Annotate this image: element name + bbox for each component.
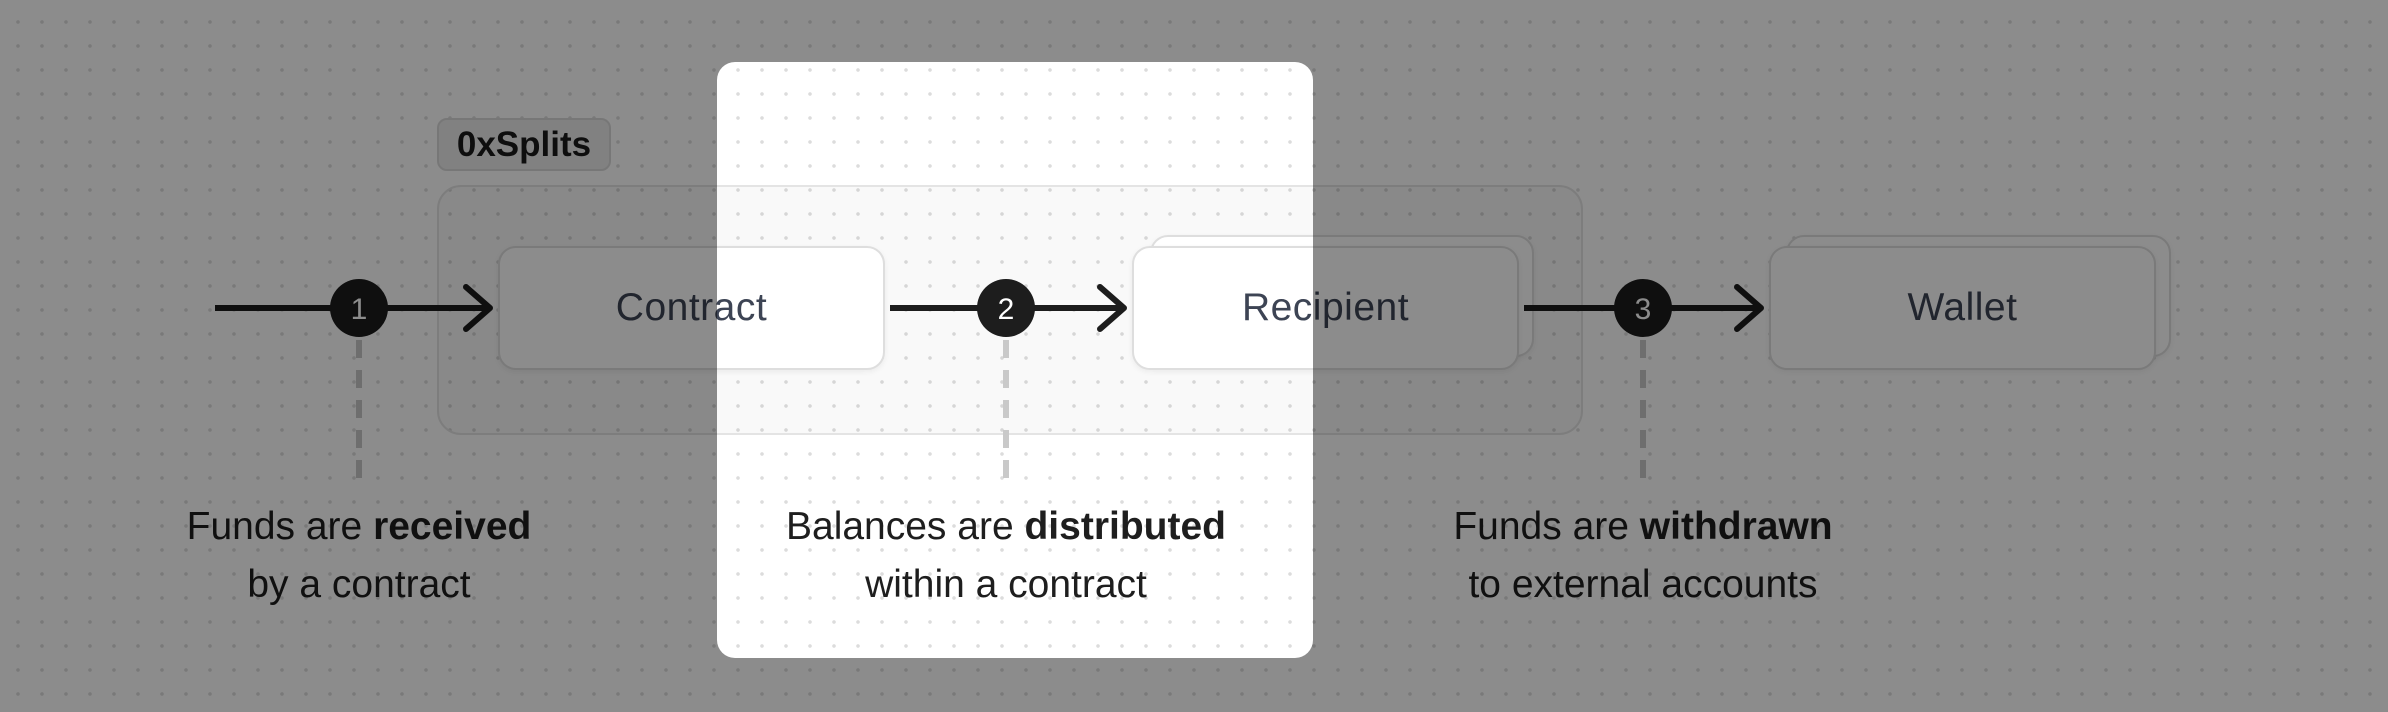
step-badge-1-number: 1: [351, 293, 368, 326]
contract-node[interactable]: [498, 246, 885, 370]
recipient-node[interactable]: [1132, 246, 1519, 370]
step-3-caption-prefix: Funds are: [1453, 505, 1640, 548]
step-3-caption-bold: withdrawn: [1639, 505, 1833, 548]
step-badge-1: [330, 279, 388, 337]
wallet-node[interactable]: [1769, 246, 2156, 370]
step-1-caption-prefix: Funds are: [186, 505, 374, 548]
step-3-caption-suffix: to external accounts: [1468, 563, 1818, 606]
wallet-node-label: Wallet: [1907, 286, 2018, 329]
step-3-caption: Funds are withdrawn to external accounts: [1363, 498, 1923, 614]
step-badge-3: [1614, 279, 1672, 337]
step-2-caption-prefix: Balances are: [786, 505, 1025, 548]
arrowhead-1: [463, 284, 493, 332]
step-1-caption-bold: received: [373, 505, 532, 548]
step-2-caption-suffix: within a contract: [865, 563, 1147, 606]
arrowhead-2: [1097, 284, 1127, 332]
step-2-caption: Balances are distributed within a contra…: [726, 498, 1286, 614]
step-2-caption-bold: distributed: [1024, 505, 1226, 548]
recipient-node-label: Recipient: [1241, 286, 1410, 329]
step-badge-3-number: 3: [1635, 293, 1652, 326]
arrowhead-3: [1734, 284, 1764, 332]
splits-group-label: 0xSplits: [437, 118, 611, 171]
step-badge-2-number: 2: [998, 293, 1015, 326]
contract-node-label: Contract: [615, 286, 768, 329]
step-1-caption: Funds are received by a contract: [79, 498, 639, 614]
step-1-caption-suffix: by a contract: [247, 563, 471, 606]
step-badge-2: [977, 279, 1035, 337]
